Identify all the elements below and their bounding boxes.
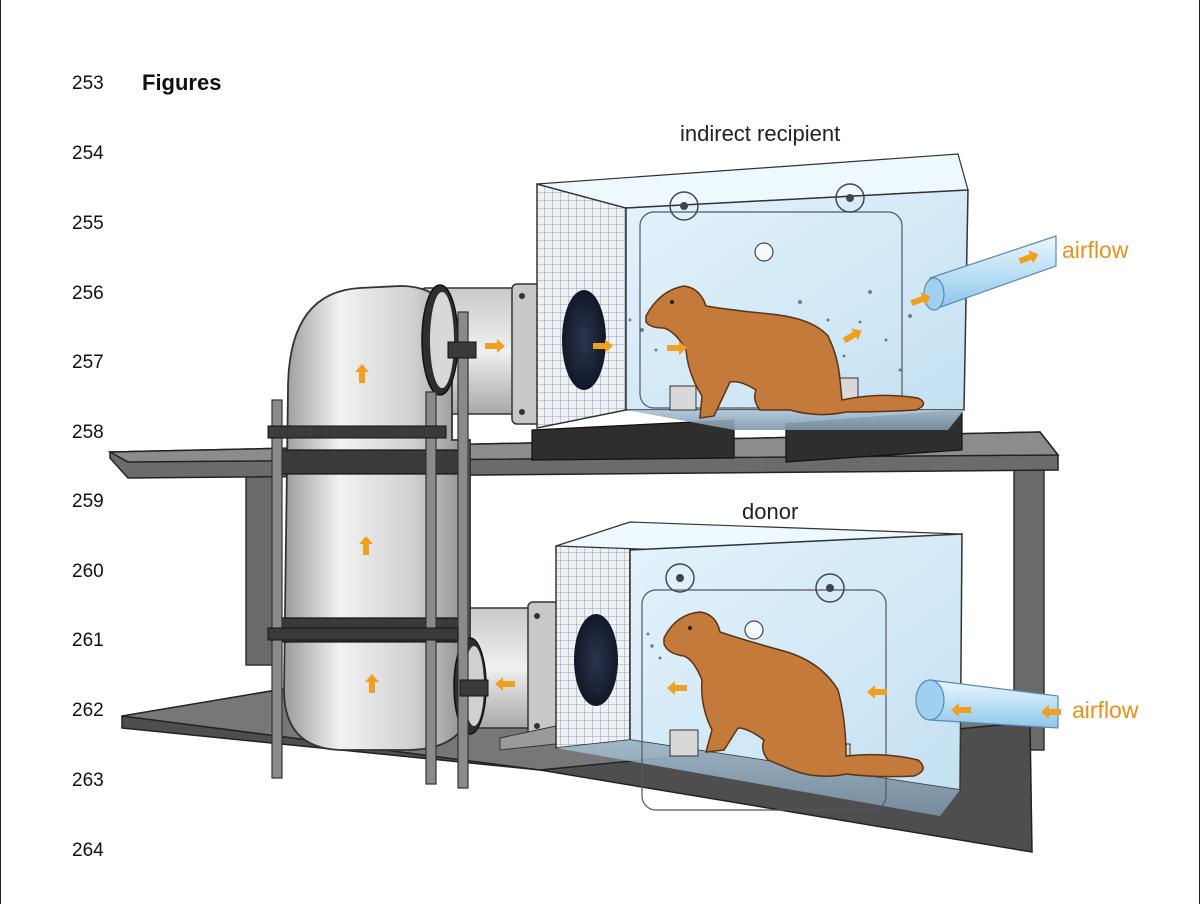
line-number: 257 bbox=[72, 352, 104, 373]
line-number: 263 bbox=[72, 770, 104, 791]
recipient-label: indirect recipient bbox=[680, 121, 840, 146]
line-number: 253 bbox=[72, 73, 104, 94]
section-heading: Figures bbox=[142, 70, 222, 95]
line-number: 264 bbox=[72, 840, 104, 861]
airflow-label-bottom: airflow bbox=[1072, 697, 1139, 723]
line-number: 261 bbox=[72, 630, 104, 651]
line-number: 262 bbox=[72, 700, 104, 721]
line-number: 259 bbox=[72, 491, 104, 512]
ferret-donor-icon bbox=[663, 611, 924, 778]
line-number: 256 bbox=[72, 283, 104, 304]
line-number: 260 bbox=[72, 561, 104, 582]
recipient-cage bbox=[511, 153, 1057, 463]
ferret-recipient-icon bbox=[645, 285, 925, 419]
line-number: 255 bbox=[72, 213, 104, 234]
donor-label: donor bbox=[742, 499, 798, 524]
donor-cage bbox=[499, 521, 1061, 816]
line-number: 258 bbox=[72, 422, 104, 443]
airflow-label-top: airflow bbox=[1062, 237, 1129, 263]
pipe-assembly bbox=[267, 284, 551, 789]
line-number: 254 bbox=[72, 143, 104, 164]
